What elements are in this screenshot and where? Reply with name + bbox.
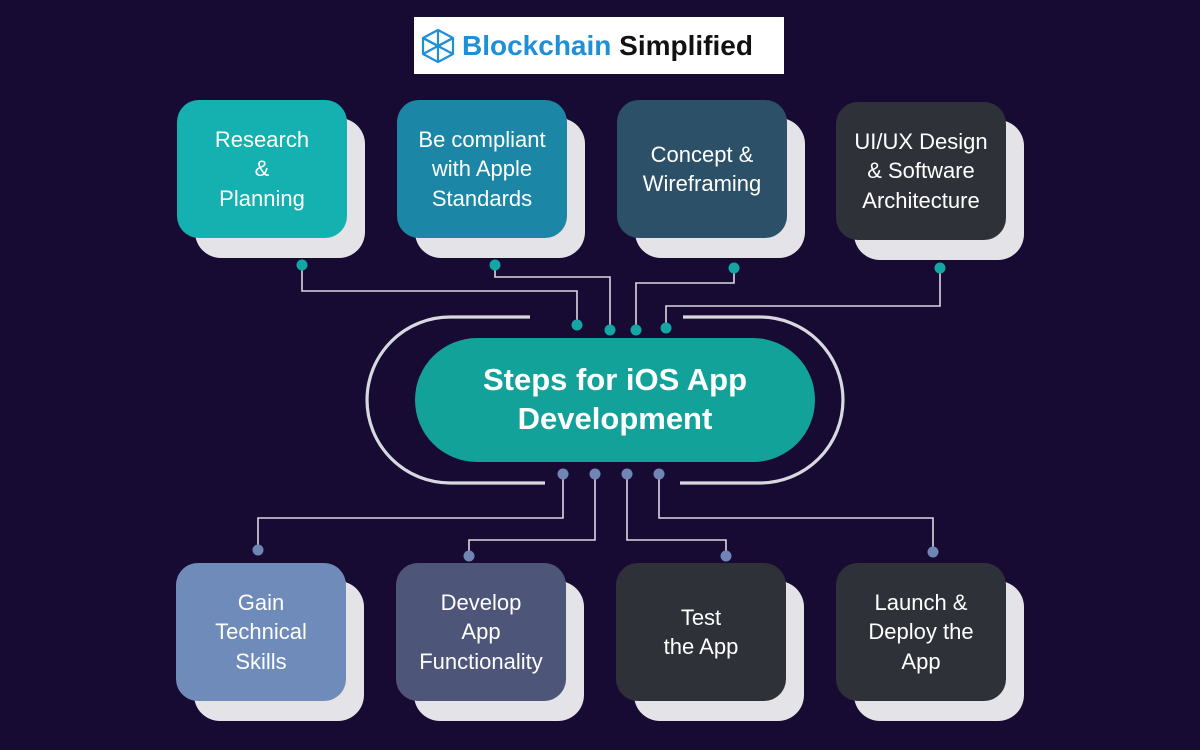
step-card-face: Test the App — [616, 563, 786, 701]
step-label-line: Technical — [215, 619, 307, 645]
step-label-line: Be compliant — [418, 127, 546, 153]
step-card-face: Develop App Functionality — [396, 563, 566, 701]
step-label-line: App — [461, 619, 501, 645]
step-card-develop-functionality: Develop App Functionality — [396, 563, 586, 723]
step-card-face: Launch & Deploy the App — [836, 563, 1006, 701]
step-card-uiux-design: UI/UX Design & Software Architecture — [836, 102, 1026, 262]
step-card-face: Be compliant with Apple Standards — [397, 100, 567, 238]
step-label-line: Gain — [237, 590, 285, 616]
step-label-line: Wireframing — [642, 171, 762, 196]
step-label-line: Skills — [235, 648, 287, 674]
step-card-face: Research & Planning — [177, 100, 347, 238]
center-title-line1: Steps for iOS App — [482, 362, 748, 398]
blockchain-cube-icon — [421, 28, 455, 63]
step-card-test-app: Test the App — [616, 563, 806, 723]
logo-banner: Blockchain Simplified — [414, 17, 784, 74]
step-label-line: Test — [680, 604, 722, 630]
step-label-line: App — [901, 648, 941, 674]
step-card-apple-standards: Be compliant with Apple Standards — [397, 100, 587, 260]
step-label-line: Develop — [440, 590, 522, 616]
bottom-connector-dots — [252, 468, 939, 562]
step-label-line: Launch & — [874, 590, 968, 616]
step-label-line: & Software — [867, 158, 975, 184]
step-label-line: Planning — [219, 185, 305, 211]
step-label-line: Concept & — [650, 141, 754, 167]
step-card-launch-deploy: Launch & Deploy the App — [836, 563, 1026, 723]
top-connector-dots — [296, 259, 946, 336]
step-label-line: & — [254, 156, 270, 182]
step-card-face: Gain Technical Skills — [176, 563, 346, 701]
logo-word-blockchain: Blockchain — [462, 29, 612, 61]
step-label-line: Functionality — [419, 648, 543, 674]
step-card-face: UI/UX Design & Software Architecture — [836, 102, 1006, 240]
step-label-line: Architecture — [862, 187, 980, 213]
step-card-concept-wireframing: Concept & Wireframing — [617, 100, 807, 260]
step-label-line: Research — [214, 127, 310, 153]
step-label-line: Deploy the — [868, 619, 974, 645]
center-title-line2: Development — [517, 401, 713, 436]
logo-word-simplified: Simplified — [619, 29, 753, 61]
center-node: Steps for iOS App Development — [415, 338, 815, 462]
logo-text: Blockchain Simplified — [462, 30, 753, 62]
step-card-research: Research & Planning — [177, 100, 367, 260]
step-label-line: with Apple — [431, 156, 533, 182]
step-label-line: UI/UX Design — [854, 129, 988, 155]
step-card-technical-skills: Gain Technical Skills — [176, 563, 366, 723]
step-card-face: Concept & Wireframing — [617, 100, 787, 238]
step-label-line: the App — [663, 634, 739, 659]
step-label-line: Standards — [431, 185, 533, 211]
